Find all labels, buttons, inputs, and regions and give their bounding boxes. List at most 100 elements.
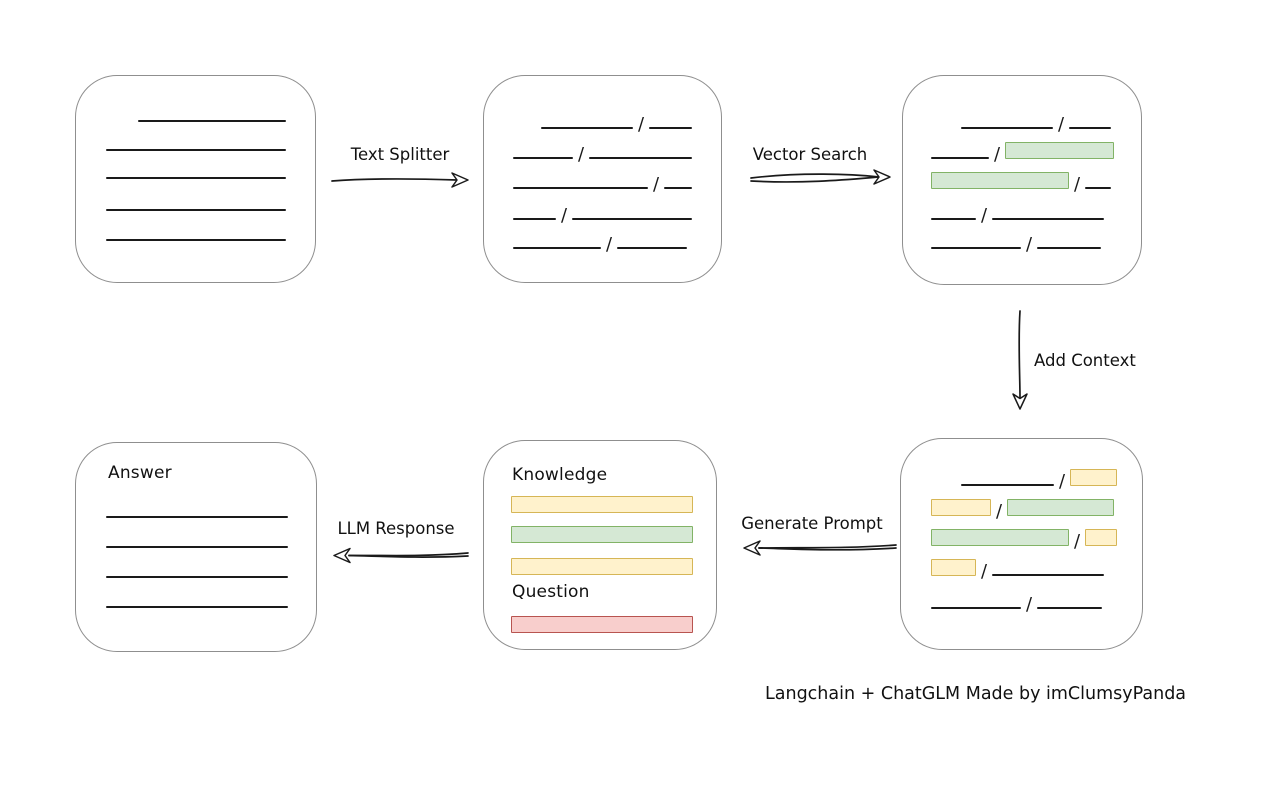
- knowledge-heading: Knowledge: [512, 465, 608, 485]
- doc-row: /: [513, 231, 688, 255]
- text-line: [1037, 247, 1102, 249]
- slash-separator: /: [578, 144, 585, 165]
- text-line: [513, 157, 573, 159]
- text-line: [961, 127, 1053, 129]
- doc-row: /: [931, 528, 1118, 551]
- doc-row: [138, 104, 286, 122]
- doc-row: /: [931, 498, 1115, 522]
- arrow-head: [333, 547, 351, 564]
- text-line: [992, 574, 1105, 576]
- slash-separator: /: [1058, 114, 1065, 135]
- text-line: [513, 247, 601, 249]
- arrow-head: [1012, 393, 1028, 410]
- arrow-line: [750, 173, 880, 179]
- slash-separator: /: [981, 561, 988, 582]
- slash-separator: /: [996, 501, 1003, 522]
- text-line: [106, 239, 286, 241]
- vector-search-label: Vector Search: [752, 145, 868, 164]
- doc-row: /: [961, 468, 1118, 492]
- doc-row: [106, 193, 286, 211]
- doc-row: [106, 560, 288, 578]
- yellow-highlight-bar: [511, 496, 693, 513]
- text-line: [931, 218, 976, 220]
- slash-separator: /: [638, 114, 645, 135]
- text-line: [1069, 127, 1112, 129]
- doc-row: /: [931, 171, 1112, 194]
- red-highlight-bar: [511, 616, 693, 633]
- doc-row: /: [961, 111, 1112, 135]
- text-line: [649, 127, 693, 129]
- doc-row: /: [513, 202, 693, 226]
- text-line: [106, 516, 288, 518]
- slash-separator: /: [981, 205, 988, 226]
- doc-row: /: [931, 591, 1103, 615]
- arrow-head: [873, 169, 891, 185]
- slash-separator: /: [1026, 234, 1033, 255]
- doc-row: /: [931, 558, 1105, 582]
- answer-heading: Answer: [108, 463, 172, 483]
- text-line: [138, 120, 286, 122]
- doc-row: [106, 590, 288, 608]
- arrow-line: [758, 544, 897, 549]
- add-context-label: Add Context: [1034, 351, 1136, 370]
- text-line: [106, 209, 286, 211]
- yellow-highlight-bar: [511, 558, 693, 575]
- text-line: [992, 218, 1105, 220]
- doc-row: /: [513, 171, 693, 194]
- green-highlight-bar: [1007, 499, 1115, 516]
- doc-row: [511, 615, 693, 633]
- question-heading: Question: [512, 582, 590, 602]
- generate-prompt-arrow: [743, 540, 897, 556]
- text-splitter-arrow: [331, 172, 469, 188]
- green-highlight-bar: [931, 172, 1069, 189]
- doc-row: [511, 557, 693, 575]
- arrow-head: [451, 172, 469, 188]
- doc-row: /: [931, 231, 1102, 255]
- text-line: [572, 218, 693, 220]
- doc-row: [106, 530, 288, 548]
- doc-row: [511, 495, 693, 513]
- add-context-arrow: [1012, 310, 1028, 410]
- doc-row: [106, 161, 286, 179]
- doc-row: /: [931, 202, 1105, 226]
- doc-row: /: [541, 111, 693, 135]
- generate-prompt-label: Generate Prompt: [741, 514, 883, 533]
- doc-row: [106, 500, 288, 518]
- node-context-text: / / / / /: [900, 438, 1143, 650]
- yellow-highlight-bar: [1085, 529, 1118, 546]
- text-line: [931, 247, 1021, 249]
- text-line: [617, 247, 688, 249]
- text-line: [961, 484, 1054, 486]
- slash-separator: /: [606, 234, 613, 255]
- llm-response-arrow: [333, 547, 469, 564]
- node-matched-text: /////: [902, 75, 1142, 285]
- text-line: [1037, 607, 1103, 609]
- arrow-line: [348, 554, 469, 558]
- arrow-line: [1018, 310, 1021, 399]
- doc-row: /: [513, 141, 693, 165]
- llm-response-label: LLM Response: [337, 519, 455, 538]
- text-line: [513, 187, 648, 189]
- green-highlight-bar: [511, 526, 693, 543]
- slash-separator: /: [1059, 471, 1066, 492]
- text-line: [513, 218, 556, 220]
- node-split-text: / / / / /: [483, 75, 722, 283]
- credit-text: Langchain + ChatGLM Made by imClumsyPand…: [765, 684, 1187, 704]
- text-line: [106, 606, 288, 608]
- text-line: [106, 149, 286, 151]
- arrow-line: [750, 176, 880, 183]
- slash-separator: /: [561, 205, 568, 226]
- yellow-highlight-bar: [931, 499, 991, 516]
- doc-row: [106, 133, 286, 151]
- doc-row: [511, 525, 693, 543]
- text-line: [106, 576, 288, 578]
- text-line: [589, 157, 693, 159]
- text-line: [106, 177, 286, 179]
- yellow-highlight-bar: [931, 559, 976, 576]
- text-line: [931, 157, 989, 159]
- node-source-document: [75, 75, 316, 283]
- node-prompt: Knowledge Question: [483, 440, 717, 650]
- slash-separator: /: [1026, 594, 1033, 615]
- yellow-highlight-bar: [1070, 469, 1118, 486]
